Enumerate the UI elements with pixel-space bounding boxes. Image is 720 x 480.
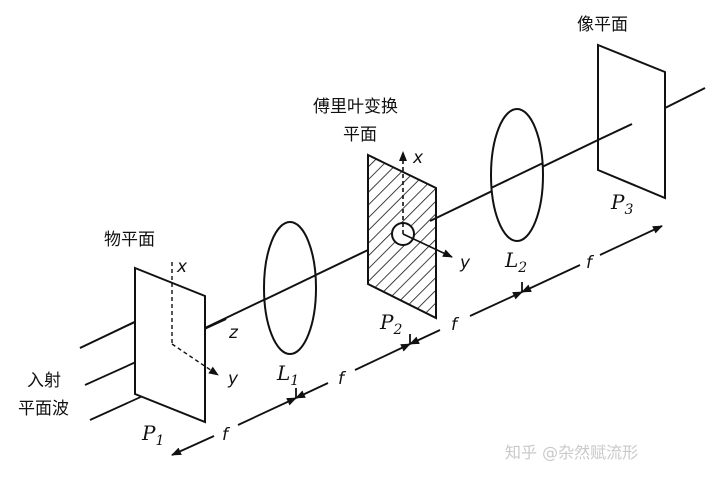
lens-label-l1: L1 bbox=[276, 361, 299, 389]
fourier-plane-label-line1: 傅里叶变换 bbox=[313, 97, 398, 117]
image-plane-p3 bbox=[597, 43, 666, 200]
plane-label-p1: P1 bbox=[141, 421, 164, 449]
optical-axis-z-label: z bbox=[228, 323, 239, 343]
plane-label-p2: P2 bbox=[379, 310, 402, 338]
incident-wave-label-line2: 平面波 bbox=[18, 399, 69, 419]
plane-label-p3: P3 bbox=[610, 190, 633, 218]
optical-axis-segment-p3 bbox=[597, 123, 633, 141]
optical-axis-through-l1 bbox=[263, 274, 317, 301]
fourier-plane-p2 bbox=[367, 151, 453, 320]
distance-label-1: f bbox=[222, 425, 231, 445]
fourier-plane-y-axis-label: y bbox=[459, 253, 471, 273]
optical-axis-through-l2 bbox=[490, 162, 544, 189]
fourier-plane-label-line2: 平面 bbox=[343, 125, 377, 145]
image-plane-label: 像平面 bbox=[577, 15, 628, 35]
incident-wave-label-line1: 入射 bbox=[27, 371, 61, 391]
watermark-text: 知乎 @杂然赋流形 bbox=[505, 443, 638, 462]
distance-label-2: f bbox=[338, 369, 347, 389]
distance-label-4: f bbox=[586, 253, 595, 273]
distance-label-3: f bbox=[451, 315, 460, 335]
object-plane-label: 物平面 bbox=[104, 230, 155, 250]
lens-label-l2: L2 bbox=[504, 248, 527, 276]
object-plane-p1 bbox=[79, 262, 227, 424]
distance-dimension-line bbox=[171, 225, 663, 456]
fourier-plane-x-axis-label: x bbox=[412, 148, 424, 168]
object-plane-x-axis-label: x bbox=[176, 257, 188, 277]
object-plane-y-axis-label: y bbox=[227, 369, 239, 389]
